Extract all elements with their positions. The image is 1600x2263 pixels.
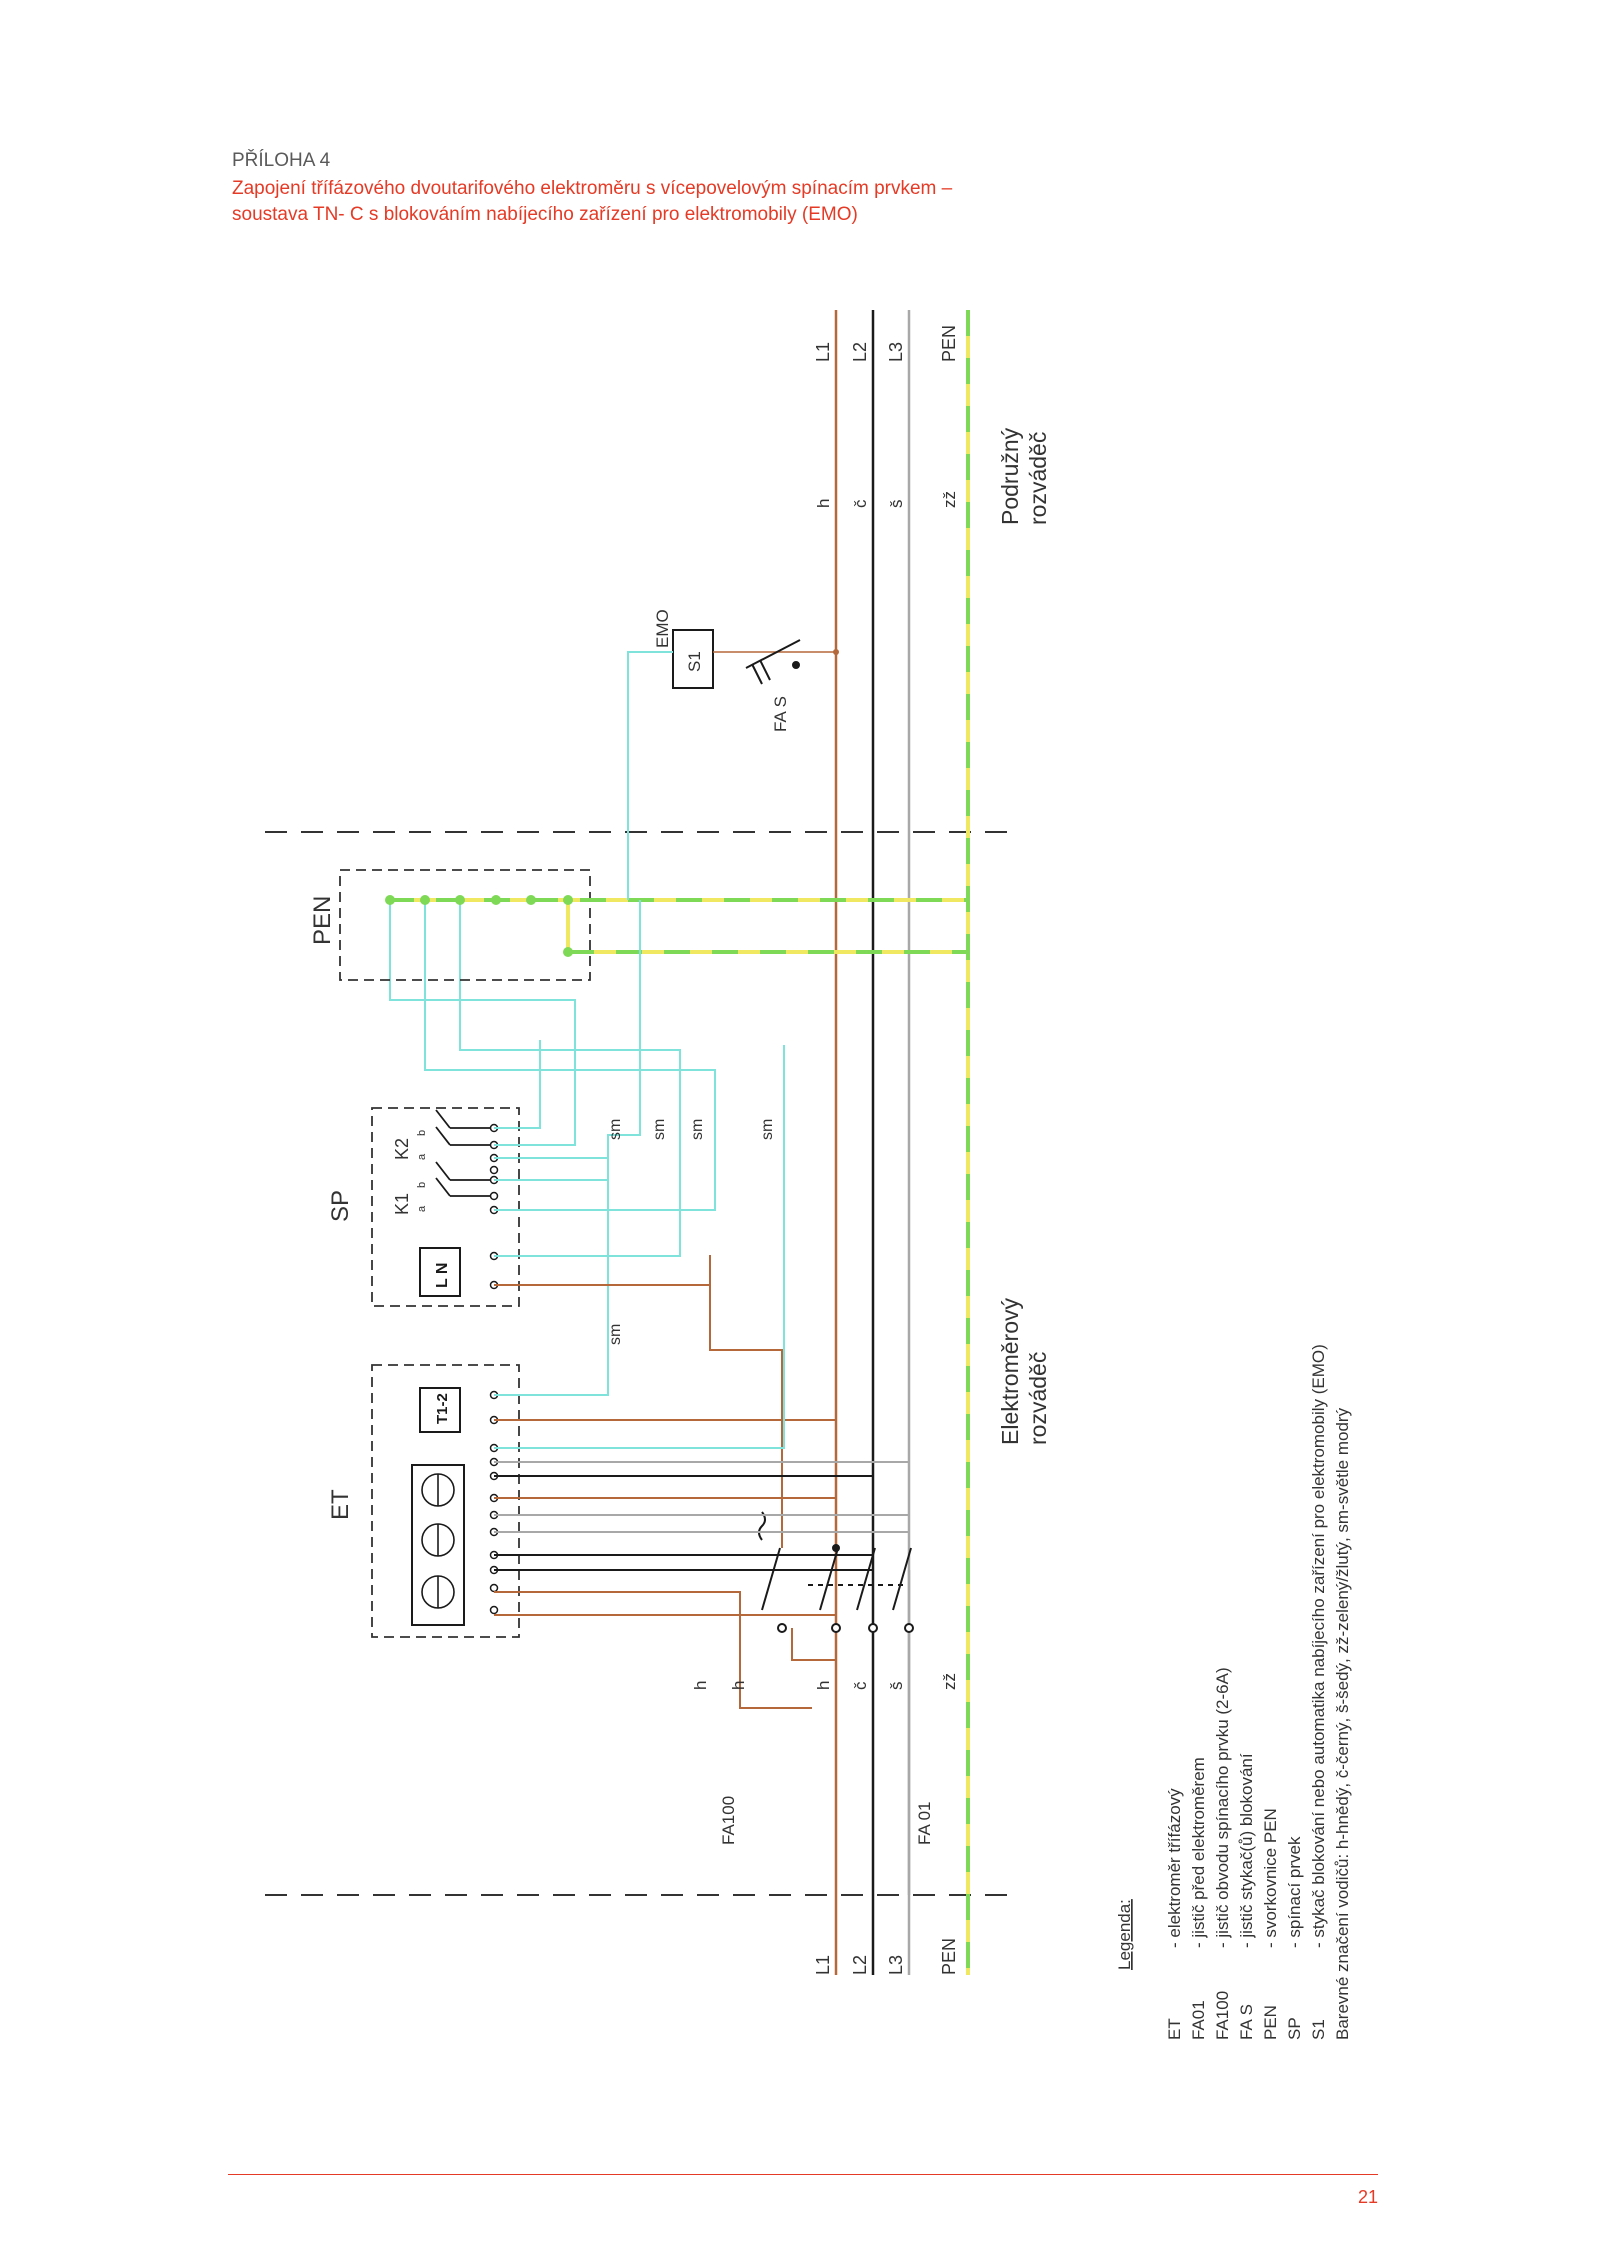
et-t12-sm bbox=[494, 1045, 785, 1449]
sm-label-5: sm bbox=[607, 1324, 624, 1345]
s1-box bbox=[672, 629, 714, 689]
meter-board-label-1: Elektroměrový bbox=[997, 1298, 1023, 1445]
legend-key-2: FA100 bbox=[1213, 1991, 1232, 2040]
et-coils bbox=[421, 1473, 455, 1609]
bus-label-pen-top: PEN bbox=[939, 325, 959, 362]
fa01-breaker bbox=[808, 1544, 914, 1633]
wire-color-s: š bbox=[887, 1682, 906, 1691]
t12-label: T1-2 bbox=[434, 1393, 451, 1424]
contact-a1: a bbox=[416, 1205, 428, 1212]
legend-key-6: S1 bbox=[1309, 2019, 1328, 2040]
legend-text-4: - svorkovnice PEN bbox=[1261, 1808, 1280, 1948]
wire-color-s-top: š bbox=[887, 500, 906, 509]
pen-sm-ext bbox=[607, 900, 641, 1165]
sp-k2b-sm bbox=[389, 900, 576, 1146]
legend-text-5: - spínací prvek bbox=[1285, 1836, 1304, 1948]
wire-color-zz-top: zž bbox=[940, 491, 959, 508]
legend-key-3: FA S bbox=[1237, 2004, 1256, 2040]
meter-board-label-2: rozváděč bbox=[1025, 1352, 1051, 1445]
wire-color-h-top: h bbox=[814, 499, 833, 508]
k-contacts bbox=[435, 1109, 494, 1197]
fas-label: FA S bbox=[771, 696, 790, 732]
bus-label-l1-top: L1 bbox=[813, 342, 833, 362]
page-number: 21 bbox=[1357, 2187, 1378, 2207]
sub-board-label-2: rozváděč bbox=[1025, 432, 1051, 525]
legend-color-note: Barevné značení vodičů: h-hnědý, č-černý… bbox=[1333, 1407, 1352, 2040]
section-sp-label: SP bbox=[327, 1190, 354, 1222]
fa01-label: FA 01 bbox=[915, 1802, 934, 1845]
emo-label: EMO bbox=[653, 609, 672, 648]
wire-color-c-top: č bbox=[851, 499, 870, 508]
footer-divider bbox=[228, 2174, 1378, 2175]
et-t12-sm-2 bbox=[494, 1165, 609, 1396]
ln-relay bbox=[419, 1247, 461, 1297]
t12-relay bbox=[419, 1387, 461, 1433]
wire-color-c: č bbox=[851, 1681, 870, 1690]
wire-color-h-2: h bbox=[729, 1681, 748, 1690]
pen-nodes bbox=[385, 895, 573, 957]
et-meter-body bbox=[411, 1464, 465, 1626]
bus-label-l3-bottom: L3 bbox=[886, 1955, 906, 1975]
bus-label-l1-bottom: L1 bbox=[813, 1955, 833, 1975]
bus-label-l2-top: L2 bbox=[850, 342, 870, 362]
legend-key-5: SP bbox=[1285, 2017, 1304, 2040]
legend-text-3: - jistič stykač(ů) blokování bbox=[1237, 1753, 1256, 1948]
sp-l-feed bbox=[494, 1284, 711, 1350]
legend-title: Legenda: bbox=[1115, 1899, 1134, 1970]
section-et-label: ET bbox=[327, 1489, 354, 1520]
fas-breaker bbox=[745, 639, 801, 685]
header: PŘÍLOHA 4 Zapojení třífázového dvoutarif… bbox=[232, 150, 1432, 228]
legend: Legenda: ET - elektroměr třífázový FA01 … bbox=[1115, 1344, 1352, 2040]
legend-text-1: - jistič před elektroměrem bbox=[1189, 1757, 1208, 1948]
bus-label-l2-bottom: L2 bbox=[850, 1955, 870, 1975]
wire-color-zz: zž bbox=[940, 1673, 959, 1690]
sp-k2a-sm bbox=[494, 1040, 541, 1129]
page-title-line-1: Zapojení třífázového dvoutarifového elek… bbox=[232, 178, 953, 199]
l1-node bbox=[833, 649, 839, 655]
page-title-line-2: soustava TN- C s blokováním nabíjecího z… bbox=[232, 204, 858, 225]
pen-box bbox=[339, 869, 591, 981]
bus-label-pen-bottom: PEN bbox=[939, 1938, 959, 1975]
wire-color-h-1: h bbox=[691, 1681, 710, 1690]
legend-text-6: - stykač blokování nebo automatika nabíj… bbox=[1309, 1344, 1328, 1948]
sp-k1-sm bbox=[424, 900, 716, 1211]
et-l1-in bbox=[494, 1591, 812, 1709]
contact-a2: a bbox=[416, 1153, 428, 1160]
legend-text-2: - jistič obvodu spínacího prvku (2-6A) bbox=[1213, 1667, 1232, 1948]
contact-b2: b bbox=[416, 1130, 428, 1136]
k1-label: K1 bbox=[392, 1193, 412, 1215]
et-box bbox=[371, 1364, 520, 1638]
s1-label: S1 bbox=[685, 651, 704, 672]
et-terminals bbox=[489, 1390, 499, 1615]
wire-color-h-3: h bbox=[814, 1681, 833, 1690]
sub-board-label-1: Podružný bbox=[997, 427, 1023, 525]
sm-label-1: sm bbox=[607, 1119, 624, 1140]
fa100-feed bbox=[709, 1255, 836, 1661]
fa100-breaker bbox=[758, 1511, 787, 1633]
sm-label-2: sm bbox=[651, 1119, 668, 1140]
sp-terminals bbox=[489, 1123, 499, 1290]
legend-key-4: PEN bbox=[1261, 2005, 1280, 2040]
k2-label: K2 bbox=[392, 1138, 412, 1160]
legend-text-0: - elektroměr třífázový bbox=[1165, 1788, 1184, 1948]
appendix-label: PŘÍLOHA 4 bbox=[232, 150, 331, 171]
section-pen-label: PEN bbox=[309, 896, 336, 945]
contact-b1: b bbox=[416, 1182, 428, 1188]
bus-label-l3-top: L3 bbox=[886, 342, 906, 362]
sm-label-3: sm bbox=[689, 1119, 706, 1140]
legend-key-0: ET bbox=[1165, 2018, 1184, 2040]
s1-sm bbox=[627, 651, 673, 900]
legend-key-1: FA01 bbox=[1189, 2000, 1208, 2040]
fa100-label: FA100 bbox=[719, 1796, 738, 1845]
sm-label-4: sm bbox=[759, 1119, 776, 1140]
sp-box bbox=[371, 1107, 520, 1307]
ln-label: L N bbox=[434, 1263, 451, 1288]
